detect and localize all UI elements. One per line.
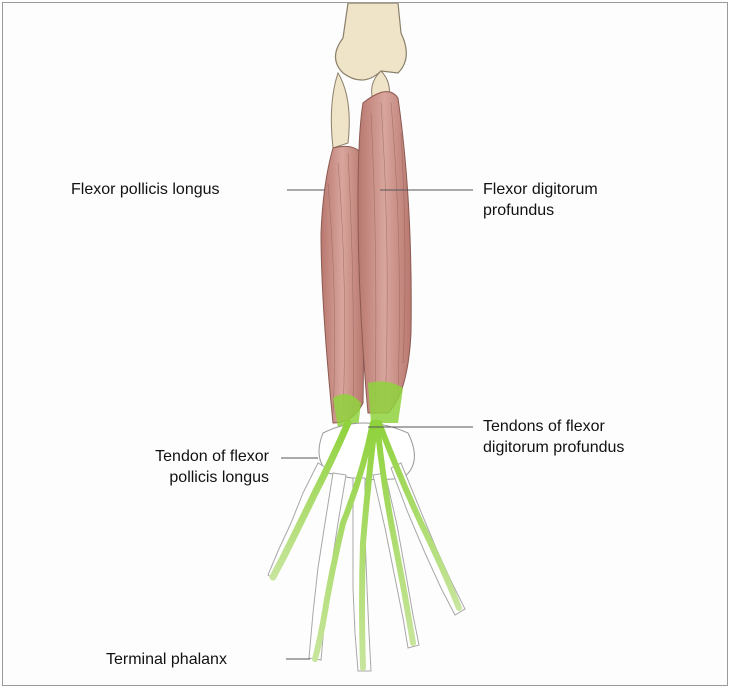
- label-terminal-phalanx: Terminal phalanx: [106, 649, 227, 670]
- label-line: profundus: [483, 200, 598, 221]
- forearm-illustration: [3, 3, 728, 686]
- label-flexor-pollicis-longus: Flexor pollicis longus: [71, 179, 220, 200]
- label-line: Flexor digitorum: [483, 179, 598, 200]
- label-line: digitorum profundus: [483, 437, 624, 458]
- label-line: Tendons of flexor: [483, 416, 624, 437]
- label-line: pollicis longus: [111, 467, 269, 488]
- label-tendon-of-fpl: Tendon of flexor pollicis longus: [111, 446, 269, 488]
- label-flexor-digitorum-profundus: Flexor digitorum profundus: [483, 179, 598, 221]
- label-tendons-of-fdp: Tendons of flexor digitorum profundus: [483, 416, 624, 458]
- label-line: Tendon of flexor: [111, 446, 269, 467]
